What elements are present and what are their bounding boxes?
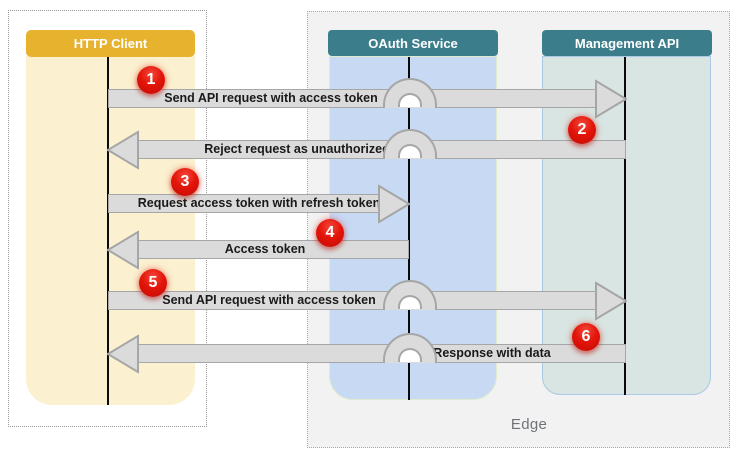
actor-name: Management API [574, 35, 680, 51]
step-badge-4: 4 [316, 219, 344, 247]
message-3-label: Request access token with refresh token [137, 195, 381, 210]
arrowhead-left-icon [107, 130, 139, 170]
message-6-arrow: Response with data [134, 344, 626, 363]
arrowhead-right-icon [595, 281, 627, 321]
actor-header-http-client: HTTP Client [26, 30, 195, 57]
step-badge-2: 2 [568, 116, 596, 144]
message-2-label: Reject request as unauthorized [204, 141, 390, 156]
actor-name: OAuth Service [368, 35, 458, 51]
edge-group-label: Edge [510, 416, 548, 433]
message-6-label: Response with data [433, 345, 551, 360]
actor-name: HTTP Client [73, 36, 148, 51]
arrowhead-left-icon [107, 334, 139, 374]
arrowhead-right-icon [378, 184, 410, 224]
message-4-arrow: Access token [134, 240, 409, 259]
management-api-lane [542, 56, 711, 395]
message-1-arrow: Send API request with access token [108, 89, 598, 108]
message-2-arrow: Reject request as unauthorized [134, 140, 626, 159]
management-api-lifeline [624, 57, 626, 395]
step-badge-5: 5 [139, 269, 167, 297]
message-4-label: Access token [224, 241, 306, 256]
message-3-arrow: Request access token with refresh token [108, 194, 381, 213]
step-badge-6: 6 [572, 323, 600, 351]
message-5-arrow: Send API request with access token [108, 291, 598, 310]
step-badge-1: 1 [137, 66, 165, 94]
arrowhead-left-icon [107, 230, 139, 270]
http-client-lifeline [107, 57, 109, 405]
actor-header-oauth-service: OAuth Service [328, 30, 498, 56]
step-badge-3: 3 [171, 168, 199, 196]
message-1-label: Send API request with access token [164, 90, 378, 105]
message-5-label: Send API request with access token [162, 292, 376, 307]
arrowhead-right-icon [595, 79, 627, 119]
actor-header-management-api: Management API [542, 30, 712, 56]
oauth-service-lifeline [408, 57, 410, 400]
